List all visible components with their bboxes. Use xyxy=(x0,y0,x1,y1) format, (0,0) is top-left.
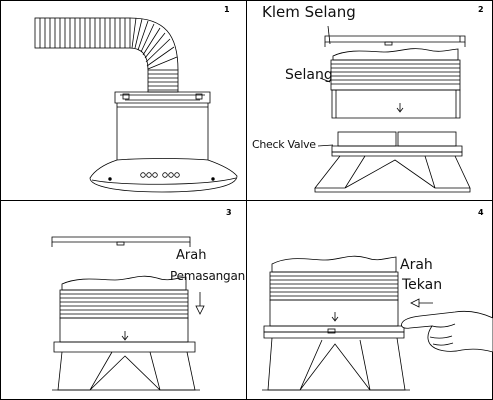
check-valve-foot xyxy=(314,188,471,193)
hood-control-buttons xyxy=(140,172,180,178)
hose-ribs xyxy=(270,275,398,297)
duct-vertical xyxy=(147,69,179,93)
panel-2-illustration xyxy=(314,25,471,193)
duct-elbow-inner xyxy=(129,47,149,71)
hose-top-wave xyxy=(61,275,187,291)
hose-top-wave xyxy=(332,48,459,61)
check-valve-legs xyxy=(267,337,406,391)
label-pemasangan: Pemasangan xyxy=(170,269,246,283)
label-check-valve: Check Valve xyxy=(252,138,316,151)
panel-1-number: 1 xyxy=(224,5,230,14)
label-arah: Arah xyxy=(400,257,433,273)
clamp-ends xyxy=(51,242,191,247)
hood-canopy xyxy=(89,158,238,193)
clamp-bar xyxy=(51,236,191,243)
clamp-latch xyxy=(116,241,125,246)
hood-chimney xyxy=(116,103,209,160)
clamp-latch xyxy=(327,328,336,334)
clamp-ends xyxy=(324,36,466,47)
arrow-down-icon xyxy=(121,331,129,341)
hose-sleeve-edges xyxy=(335,90,457,118)
panel-4-illustration xyxy=(262,255,410,391)
duct-ribs-vertical xyxy=(148,73,178,91)
panel-2-number: 2 xyxy=(478,5,484,14)
hood-indicator-left xyxy=(108,177,112,181)
hose-lower-sleeve xyxy=(331,89,461,119)
label-tekan: Tekan xyxy=(402,277,443,293)
check-valve-base xyxy=(53,341,196,353)
hose-top-wave xyxy=(271,255,397,273)
label-klem-selang: Klem Selang xyxy=(262,3,356,21)
check-valve-flap-left xyxy=(337,131,397,147)
hand-fingers xyxy=(429,323,456,346)
check-valve-flap-right xyxy=(397,131,457,147)
leader-klem-selang xyxy=(327,25,331,45)
hood-bracket-left xyxy=(122,93,130,100)
leader-selang xyxy=(319,77,331,83)
hood-indicator-right xyxy=(211,177,215,181)
check-valve-flange xyxy=(331,145,463,153)
check-valve-legs xyxy=(314,155,471,189)
arrow-down-icon xyxy=(195,292,205,315)
check-valve-legs xyxy=(57,351,196,391)
hose-lower-sleeve xyxy=(269,299,399,327)
hand-shape xyxy=(401,310,493,353)
hose-ribs xyxy=(331,63,460,85)
arrow-down-icon xyxy=(331,312,339,322)
check-valve-base xyxy=(331,151,463,157)
hood-bracket-right xyxy=(195,93,203,100)
hand-icon xyxy=(401,310,493,353)
leader-check-valve xyxy=(317,144,334,147)
label-selang: Selang xyxy=(285,67,333,83)
hood-canopy-edge xyxy=(91,177,237,185)
hose-body xyxy=(330,59,461,91)
panel-3-illustration xyxy=(51,236,200,391)
clamp-bar xyxy=(324,35,466,43)
hood-top-plate xyxy=(114,91,211,104)
arrow-left-icon xyxy=(410,298,433,308)
panel-4-number: 4 xyxy=(478,208,484,217)
duct-elbow-ribs xyxy=(131,17,178,70)
duct-ribs-horizontal xyxy=(39,18,126,48)
duct-horizontal xyxy=(34,17,131,49)
panel-1-illustration xyxy=(34,17,238,193)
hood-top-detail xyxy=(120,94,205,101)
hose-ribs xyxy=(60,293,188,315)
arrow-down-icon xyxy=(396,103,404,113)
clamp-latch xyxy=(384,41,393,46)
duct-elbow-outer xyxy=(129,17,179,71)
check-valve-base xyxy=(263,331,405,339)
label-arah: Arah xyxy=(176,248,207,263)
panel-3-number: 3 xyxy=(226,208,232,217)
